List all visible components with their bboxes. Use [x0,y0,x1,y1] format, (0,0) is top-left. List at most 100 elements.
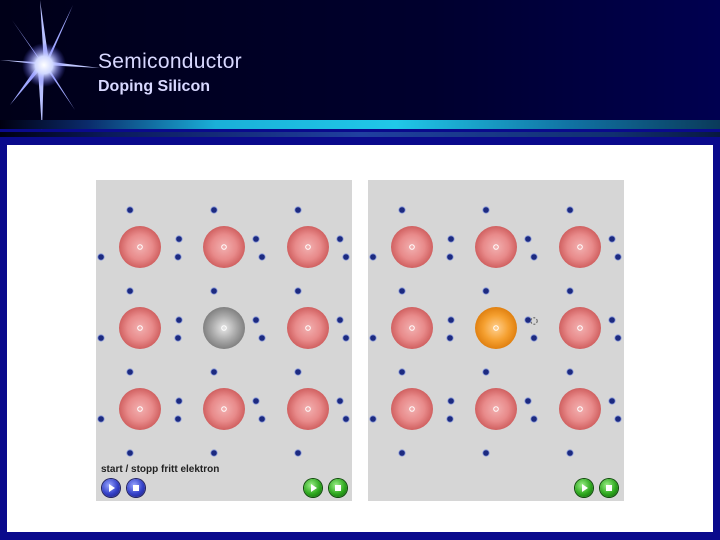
atom-nucleus [137,244,143,250]
atom-nucleus [305,244,311,250]
silicon-atom [287,388,329,430]
lattice-panel-right [368,180,624,501]
valence-electron [336,235,344,243]
play-button-left[interactable] [304,479,322,497]
valence-electron [482,287,490,295]
valence-electron [369,334,377,342]
valence-electron [210,287,218,295]
lattice-panel-left: start / stopp fritt elektron [96,180,352,501]
valence-electron [294,368,302,376]
atom-nucleus [305,325,311,331]
slide-title: Semiconductor [98,50,242,73]
valence-electron [614,334,622,342]
start-free-electron-button[interactable] [102,479,120,497]
valence-electron [252,235,260,243]
silicon-atom [559,307,601,349]
valence-electron [210,206,218,214]
valence-electron [446,334,454,342]
valence-electron [258,415,266,423]
stop-icon [329,479,347,497]
valence-electron [342,253,350,261]
header-rule-top [0,120,720,129]
stop-free-electron-button[interactable] [127,479,145,497]
slide-subtitle: Doping Silicon [98,78,210,95]
silicon-atom [475,388,517,430]
stop-icon [600,479,618,497]
silicon-atom [559,226,601,268]
valence-electron [210,449,218,457]
valence-electron [524,316,532,324]
atom-nucleus [577,325,583,331]
starburst-icon [0,0,100,130]
valence-electron [97,334,105,342]
dopant-atom [475,307,517,349]
valence-electron [174,253,182,261]
valence-electron [447,397,455,405]
valence-electron [175,235,183,243]
valence-electron [294,287,302,295]
valence-electron [398,368,406,376]
atom-nucleus [221,406,227,412]
valence-electron [210,368,218,376]
valence-electron [342,334,350,342]
silicon-atom [119,307,161,349]
atom-nucleus [493,325,499,331]
silicon-atom [203,388,245,430]
valence-electron [398,206,406,214]
atoms-left [119,226,329,430]
silicon-atom [287,307,329,349]
slide-header: Semiconductor Doping Silicon [0,0,720,130]
valence-electron [566,368,574,376]
valence-electron [614,415,622,423]
valence-electron [126,287,134,295]
valence-electron [608,397,616,405]
valence-electron [446,253,454,261]
valence-electron [524,397,532,405]
valence-electron [258,253,266,261]
play-icon [304,479,322,497]
valence-electron [398,287,406,295]
atom-nucleus [493,244,499,250]
stop-button-left[interactable] [329,479,347,497]
valence-electron [369,253,377,261]
valence-electron [174,334,182,342]
valence-electron [175,397,183,405]
valence-electron [97,253,105,261]
valence-electron [126,206,134,214]
electrons-left [97,206,350,457]
dopant-atom [203,307,245,349]
valence-electron [530,415,538,423]
valence-electron [482,368,490,376]
valence-electron [369,415,377,423]
silicon-atom [119,388,161,430]
valence-electron [97,415,105,423]
free-electron-control-label: start / stopp fritt elektron [101,464,220,475]
valence-electron [447,316,455,324]
header-rule-bottom [0,132,720,137]
valence-electron [530,334,538,342]
atom-nucleus [221,325,227,331]
valence-electron [336,316,344,324]
valence-electron [608,235,616,243]
valence-electron [252,316,260,324]
silicon-atom [391,307,433,349]
atom-nucleus [577,244,583,250]
valence-electron [342,415,350,423]
valence-electron [482,449,490,457]
play-icon [575,479,593,497]
stop-icon [127,479,145,497]
valence-electron [126,368,134,376]
silicon-atom [119,226,161,268]
valence-electron [482,206,490,214]
valence-electron [294,449,302,457]
atom-nucleus [137,325,143,331]
silicon-atom [475,226,517,268]
valence-electron [566,449,574,457]
play-button-right[interactable] [575,479,593,497]
valence-electron [524,235,532,243]
valence-electron [336,397,344,405]
valence-electron [258,334,266,342]
stop-button-right[interactable] [600,479,618,497]
valence-electron [530,253,538,261]
valence-electron [566,287,574,295]
